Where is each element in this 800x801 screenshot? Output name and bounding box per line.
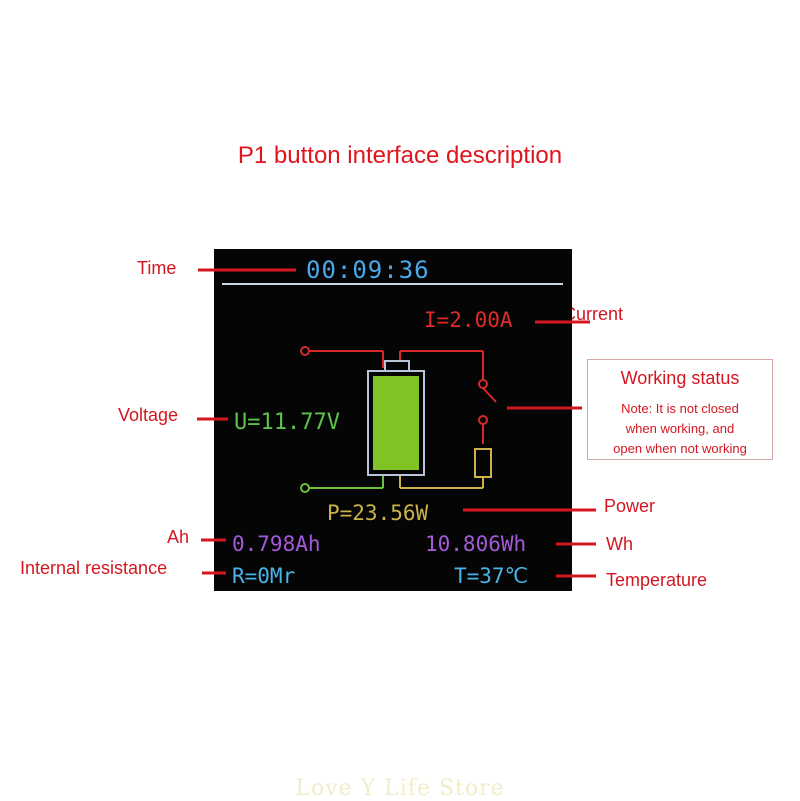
screen-wh: 10.806Wh — [425, 532, 527, 556]
working-status-title: Working status — [620, 368, 740, 388]
current-label: Current — [563, 304, 624, 324]
store-watermark: Love Y Life Store — [295, 776, 505, 801]
screen-ah: 0.798Ah — [232, 532, 321, 556]
temperature-label: Temperature — [606, 570, 708, 590]
screen-current: I=2.00A — [424, 308, 513, 332]
internal-resistance-label: Internal resistance — [20, 558, 168, 578]
working-status-note: Note: It is not closed when working, and… — [588, 399, 772, 459]
battery-icon — [367, 360, 425, 476]
working-status-box: Working status Note: It is not closed wh… — [587, 359, 773, 460]
wh-label: Wh — [606, 534, 633, 554]
callout-lines — [197, 268, 596, 578]
circuit-positive-wire — [300, 346, 497, 444]
screen-power: P=23.56W — [327, 501, 429, 525]
load-resistor-icon — [399, 448, 492, 489]
ah-label: Ah — [167, 527, 190, 547]
power-label: Power — [604, 496, 656, 516]
working-status-note-line: open when not working — [613, 441, 747, 456]
screen-time: 00:09:36 — [306, 256, 430, 284]
circuit-negative-wire — [300, 476, 384, 493]
screen-resistance: R=0Mr — [232, 564, 296, 588]
page-title: P1 button interface description — [237, 142, 563, 169]
working-status-note-line: Note: It is not closed — [621, 401, 739, 416]
working-status-note-line: when working, and — [625, 421, 735, 436]
screen-voltage: U=11.77V — [234, 410, 340, 435]
voltage-label: Voltage — [118, 405, 179, 425]
time-label: Time — [137, 258, 177, 278]
screen-temperature: T=37℃ — [454, 564, 529, 588]
